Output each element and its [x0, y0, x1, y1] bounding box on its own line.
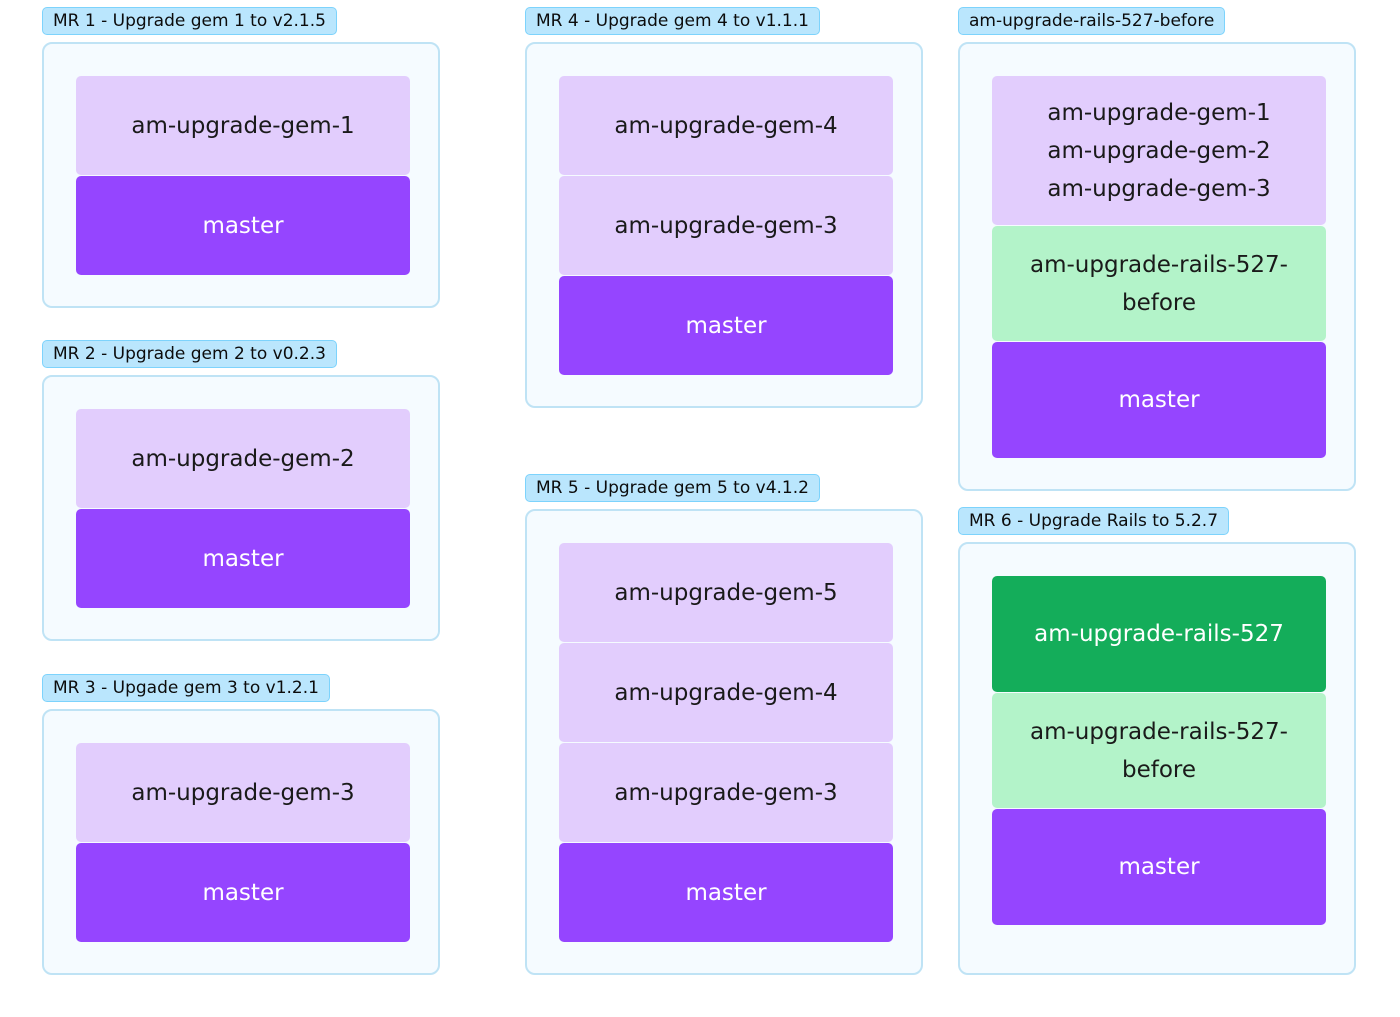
branch-stack: am-upgrade-gem-5 am-upgrade-gem-4 am-upg…: [559, 543, 893, 942]
branch-name: master: [202, 545, 284, 572]
group-label: MR 4 - Upgrade gem 4 to v1.1.1: [525, 7, 820, 35]
branch-name: am-upgrade-gem-1: [1047, 99, 1271, 126]
branch-stack: am-upgrade-gem-2 master: [76, 409, 410, 608]
group-label: MR 5 - Upgrade gem 5 to v4.1.2: [525, 474, 820, 502]
branch-name: am-upgrade-gem-1: [131, 112, 355, 139]
branch-block: am-upgrade-gem-4: [559, 76, 893, 175]
branch-name: master: [685, 312, 767, 339]
branch-name: master: [685, 879, 767, 906]
branch-block: am-upgrade-rails-527: [992, 576, 1326, 692]
master-block: master: [76, 176, 410, 275]
branch-block: am-upgrade-gem-4: [559, 643, 893, 742]
master-block: master: [76, 843, 410, 942]
branch-name: am-upgrade-gem-3: [1047, 175, 1271, 202]
group-frame: am-upgrade-rails-527 am-upgrade-rails-52…: [958, 542, 1356, 975]
branch-block: am-upgrade-gem-5: [559, 543, 893, 642]
branch-name: am-upgrade-gem-3: [131, 779, 355, 806]
branch-name: master: [1118, 854, 1200, 880]
master-block: master: [992, 342, 1326, 458]
group-label: MR 2 - Upgrade gem 2 to v0.2.3: [42, 340, 337, 368]
branch-name: am-upgrade-gem-5: [614, 579, 838, 606]
branch-block: am-upgrade-gem-3: [559, 176, 893, 275]
group-frame: am-upgrade-gem-5 am-upgrade-gem-4 am-upg…: [525, 509, 923, 975]
master-block: master: [76, 509, 410, 608]
branch-block: am-upgrade-gem-3: [76, 743, 410, 842]
group-frame: am-upgrade-gem-3 master: [42, 709, 440, 975]
branch-name: am-upgrade-rails-527: [1034, 621, 1284, 647]
branch-stack: am-upgrade-rails-527 am-upgrade-rails-52…: [992, 576, 1326, 925]
group-label: MR 3 - Upgade gem 3 to v1.2.1: [42, 674, 330, 702]
branch-block: am-upgrade-gem-1: [76, 76, 410, 175]
group-frame: am-upgrade-gem-1 am-upgrade-gem-2 am-upg…: [958, 42, 1356, 491]
branch-stack: am-upgrade-gem-1 master: [76, 76, 410, 275]
master-block: master: [992, 809, 1326, 925]
branch-stack: am-upgrade-gem-1 am-upgrade-gem-2 am-upg…: [992, 76, 1326, 458]
branch-block: am-upgrade-rails-527- before: [992, 226, 1326, 341]
branch-name: before: [1121, 289, 1197, 316]
group-frame: am-upgrade-gem-2 master: [42, 375, 440, 641]
branch-stack: am-upgrade-gem-3 master: [76, 743, 410, 942]
group-label: MR 1 - Upgrade gem 1 to v2.1.5: [42, 7, 337, 35]
branch-name: am-upgrade-gem-3: [614, 779, 838, 806]
branch-name: am-upgrade-gem-2: [131, 445, 355, 472]
branch-stack: am-upgrade-gem-4 am-upgrade-gem-3 master: [559, 76, 893, 375]
branch-block: am-upgrade-gem-1 am-upgrade-gem-2 am-upg…: [992, 76, 1326, 225]
branch-block: am-upgrade-rails-527- before: [992, 693, 1326, 808]
master-block: master: [559, 276, 893, 375]
branch-name: am-upgrade-gem-4: [614, 112, 838, 139]
branch-name: am-upgrade-gem-3: [614, 212, 838, 239]
branch-name: am-upgrade-gem-2: [1047, 137, 1271, 164]
branch-name: master: [202, 879, 284, 906]
group-label: MR 6 - Upgrade Rails to 5.2.7: [958, 507, 1230, 535]
branch-name: am-upgrade-gem-4: [614, 679, 838, 706]
branch-name: am-upgrade-rails-527-: [1030, 718, 1288, 745]
group-frame: am-upgrade-gem-1 master: [42, 42, 440, 308]
group-label: am-upgrade-rails-527-before: [958, 7, 1226, 35]
branch-name: master: [202, 212, 284, 239]
branch-block: am-upgrade-gem-2: [76, 409, 410, 508]
master-block: master: [559, 843, 893, 942]
branch-name: master: [1118, 387, 1200, 413]
branch-name: am-upgrade-rails-527-: [1030, 251, 1288, 278]
branch-block: am-upgrade-gem-3: [559, 743, 893, 842]
branch-name: before: [1121, 756, 1197, 783]
group-frame: am-upgrade-gem-4 am-upgrade-gem-3 master: [525, 42, 923, 408]
